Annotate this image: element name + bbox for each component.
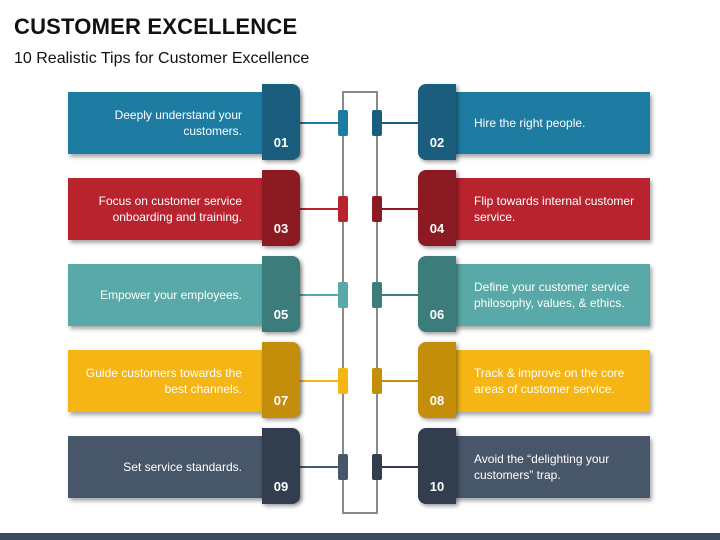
tip-tab-02: 02 <box>418 84 456 160</box>
tip-card-08: 08 Track & improve on the core areas of … <box>418 342 650 418</box>
bottom-bar <box>0 533 720 540</box>
connector-07 <box>296 380 346 382</box>
page-subtitle: 10 Realistic Tips for Customer Excellenc… <box>14 50 310 67</box>
tip-tab-06: 06 <box>418 256 456 332</box>
tip-card-10: 10 Avoid the “delighting your customers”… <box>418 428 650 504</box>
connector-01 <box>296 122 346 124</box>
tip-card-03: Focus on customer service onboarding and… <box>68 170 300 246</box>
connector-08 <box>376 380 426 382</box>
connector-02 <box>376 122 426 124</box>
tip-number-01: 01 <box>273 135 289 150</box>
knob-08 <box>372 368 382 394</box>
tip-tab-09: 09 <box>262 428 300 504</box>
tip-number-07: 07 <box>273 393 289 408</box>
tip-number-04: 04 <box>429 221 445 236</box>
knob-09 <box>338 454 348 480</box>
knob-03 <box>338 196 348 222</box>
knob-07 <box>338 368 348 394</box>
connector-03 <box>296 208 346 210</box>
page-title: CUSTOMER EXCELLENCE <box>14 14 298 39</box>
connector-06 <box>376 294 426 296</box>
tip-text-10: Avoid the “delighting your customers” tr… <box>474 452 610 482</box>
tip-text-01: Deeply understand your customers. <box>114 108 242 138</box>
connector-10 <box>376 466 426 468</box>
tip-card-01: Deeply understand your customers. 01 <box>68 84 300 160</box>
tip-card-06: 06 Define your customer service philosop… <box>418 256 650 332</box>
tip-card-09: Set service standards. 09 <box>68 428 300 504</box>
tip-card-07: Guide customers towards the best channel… <box>68 342 300 418</box>
tip-text-07: Guide customers towards the best channel… <box>85 366 242 396</box>
tip-tab-10: 10 <box>418 428 456 504</box>
tip-text-03: Focus on customer service onboarding and… <box>98 194 242 224</box>
tip-card-04: 04 Flip towards internal customer servic… <box>418 170 650 246</box>
knob-10 <box>372 454 382 480</box>
tip-text-05: Empower your employees. <box>99 288 242 302</box>
tip-tab-03: 03 <box>262 170 300 246</box>
tip-text-08: Track & improve on the core areas of cus… <box>474 366 625 396</box>
knob-06 <box>372 282 382 308</box>
knob-01 <box>338 110 348 136</box>
tip-number-03: 03 <box>273 221 289 236</box>
tip-number-06: 06 <box>429 307 445 322</box>
knob-05 <box>338 282 348 308</box>
tip-text-06: Define your customer service philosophy,… <box>474 280 630 310</box>
knob-02 <box>372 110 382 136</box>
tip-tab-04: 04 <box>418 170 456 246</box>
tip-number-09: 09 <box>273 479 289 494</box>
connector-04 <box>376 208 426 210</box>
tip-number-08: 08 <box>429 393 445 408</box>
tip-number-10: 10 <box>429 479 445 494</box>
tip-tab-01: 01 <box>262 84 300 160</box>
tip-tab-08: 08 <box>418 342 456 418</box>
tip-text-02: Hire the right people. <box>474 116 586 130</box>
tip-tab-07: 07 <box>262 342 300 418</box>
connector-05 <box>296 294 346 296</box>
tip-text-04: Flip towards internal customer service. <box>474 194 635 224</box>
tip-text-09: Set service standards. <box>123 460 242 474</box>
tip-card-05: Empower your employees. 05 <box>68 256 300 332</box>
tip-number-05: 05 <box>273 307 289 322</box>
connector-09 <box>296 466 346 468</box>
tip-tab-05: 05 <box>262 256 300 332</box>
tip-card-02: 02 Hire the right people. <box>418 84 650 160</box>
knob-04 <box>372 196 382 222</box>
tip-number-02: 02 <box>429 135 445 150</box>
